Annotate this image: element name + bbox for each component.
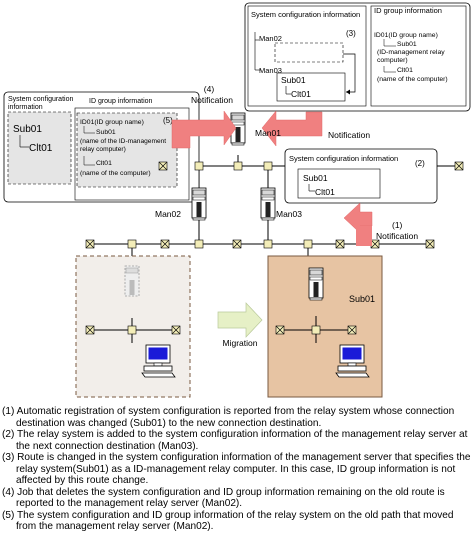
- terminator: [232, 239, 242, 249]
- terminator: [160, 239, 170, 249]
- man03-server-icon: [260, 187, 276, 221]
- node: [263, 239, 273, 249]
- top-id-sub01: Sub01: [397, 41, 417, 48]
- left-sysconf-title: System configuration information: [8, 96, 75, 111]
- node: [303, 239, 313, 249]
- left-sub01: Sub01: [13, 124, 42, 135]
- left-id-clt01: Clt01: [96, 160, 112, 167]
- top-id-clt01-desc: (name of the computer): [377, 76, 448, 83]
- note-4: (4) Job that deletes the system configur…: [2, 486, 445, 510]
- migration-arrow: [217, 302, 263, 338]
- notif1-label: Notification: [376, 231, 418, 241]
- node: [127, 239, 137, 249]
- top-id-sub01-desc-1: (ID-management relay: [377, 49, 445, 56]
- migration-diagram: System configuration information ID grou…: [3, 2, 471, 398]
- terminator: [425, 239, 435, 249]
- left-id-clt01-desc: (name of the computer): [80, 170, 151, 177]
- notification-arrow-1-tail: [356, 226, 372, 246]
- node: [311, 325, 321, 335]
- explanation-notes: (1) Automatic registration of system con…: [2, 406, 472, 533]
- left-id-sub01: Sub01: [96, 129, 116, 136]
- node: [127, 325, 137, 335]
- left-idgroup-title: ID group information: [89, 98, 153, 105]
- notif4-label: Notification: [191, 95, 233, 105]
- left-sysconf-title-1: System configuration: [8, 96, 73, 103]
- node: [263, 161, 273, 171]
- node: [194, 239, 204, 249]
- top-sub01: Sub01: [281, 75, 306, 85]
- top-id-clt01: Clt01: [397, 67, 413, 74]
- left-id-sub01-desc-2: relay computer): [80, 146, 126, 153]
- left-sysconf-title-2: information: [8, 104, 43, 111]
- right-clt01: Clt01: [315, 187, 335, 197]
- notification-arrow-top: [261, 110, 323, 147]
- migration-label: Migration: [223, 338, 258, 348]
- node: [233, 161, 243, 171]
- left-clt01: Clt01: [29, 143, 53, 154]
- top-idgroup-title: ID group information: [374, 6, 442, 15]
- terminator: [454, 161, 464, 171]
- right-sysconf-title: System configuration information: [289, 154, 398, 163]
- top-man03: Man03: [259, 66, 282, 75]
- note-2: (2) The relay system is added to the sys…: [2, 429, 468, 452]
- left-id01: ID01(ID group name): [80, 119, 144, 126]
- top-man02: Man02: [259, 34, 282, 43]
- terminator: [335, 239, 345, 249]
- notif4-num: (4): [204, 84, 215, 94]
- terminator: [171, 325, 181, 335]
- old-sub01-server-icon: [124, 265, 140, 297]
- top-callout-num: (3): [346, 29, 356, 38]
- man03-label: Man03: [276, 209, 302, 219]
- man01-label: Man01: [255, 128, 281, 138]
- notification-arrow-4: [171, 110, 237, 149]
- man03-info-box: System configuration information (2) Sub…: [284, 148, 438, 204]
- terminator: [275, 325, 285, 335]
- sub01-new-label: Sub01: [349, 294, 375, 304]
- terminator: [370, 239, 380, 249]
- man01-info-box: System configuration information ID grou…: [244, 2, 471, 112]
- left-id-sub01-desc-1: (name of the ID-management: [80, 138, 166, 145]
- notif-top-label: Notification: [328, 130, 370, 140]
- note-3: (3) Route is changed in the system confi…: [2, 452, 471, 486]
- top-id-sub01-desc: (ID-management relay computer): [377, 49, 447, 64]
- terminator: [85, 239, 95, 249]
- man02-server-icon: [191, 187, 207, 221]
- terminator: [85, 325, 95, 335]
- new-sub01-server-icon: [308, 267, 324, 301]
- right-callout-num: (2): [415, 159, 425, 168]
- top-id01: ID01(ID group name): [374, 32, 438, 39]
- left-callout-num: (5): [163, 116, 173, 125]
- top-id-sub01-desc-2: computer): [377, 57, 408, 64]
- top-clt01: Clt01: [291, 89, 311, 99]
- terminator: [158, 161, 168, 171]
- notif1-num: (1): [392, 220, 403, 230]
- man02-label: Man02: [155, 209, 181, 219]
- top-sysconf-title: System configuration information: [251, 10, 360, 19]
- left-id-sub01-desc: (name of the ID-management relay compute…: [80, 138, 168, 153]
- man02-info-box: System configuration information ID grou…: [3, 91, 200, 203]
- terminator: [347, 325, 357, 335]
- node: [194, 161, 204, 171]
- note-1: (1) Automatic registration of system con…: [2, 406, 455, 429]
- right-sub01: Sub01: [303, 173, 328, 183]
- note-5: (5) The system configuration and ID grou…: [2, 509, 454, 533]
